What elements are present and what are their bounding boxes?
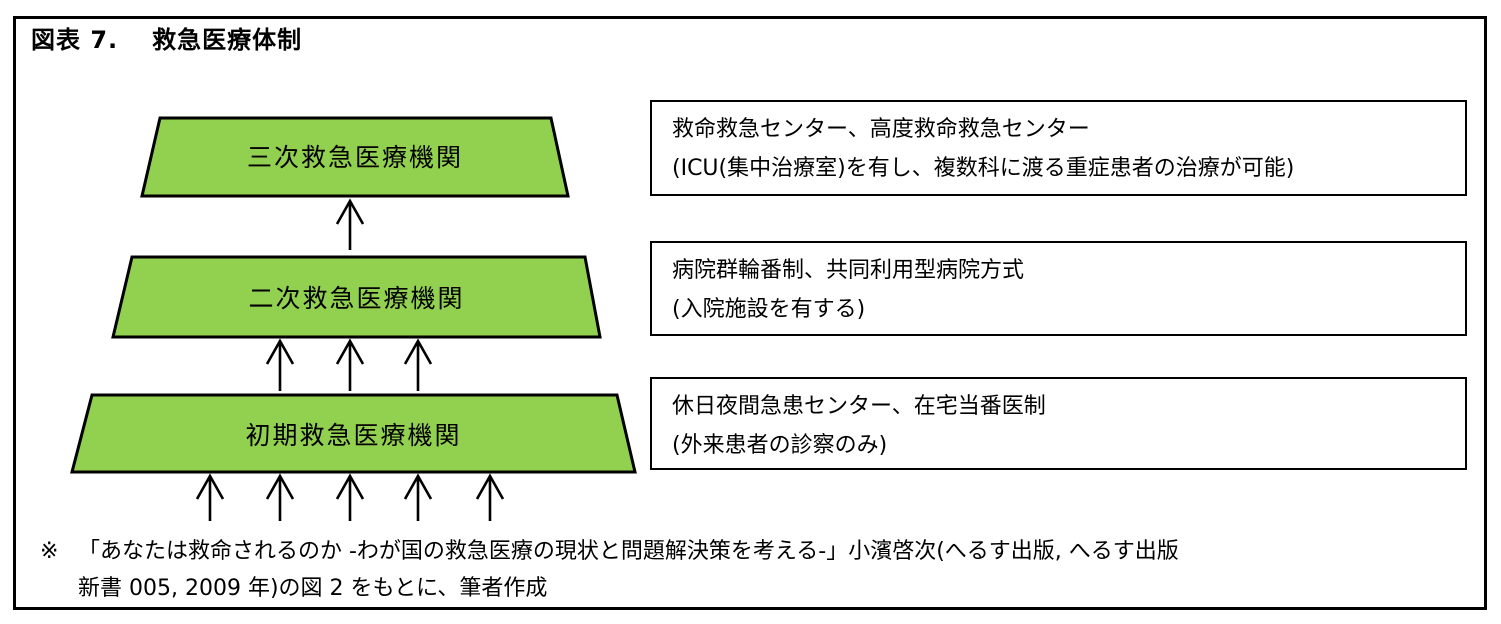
footnote-line: 新書 005, 2009 年)の図 2 をもとに、筆者作成 [78, 576, 548, 601]
footnote-marker: ※ [40, 539, 59, 564]
trapezoid-primary [70, 393, 637, 474]
up-arrow-icon [403, 473, 433, 521]
footnote-text: 「あなたは救命されるのか -わが国の救急医療の現状と問題解決策を考える-」小濱啓… [78, 533, 1179, 607]
arrows-secondary-to-tertiary [335, 198, 365, 250]
up-arrow-icon [335, 473, 365, 521]
description-line: 救命救急センター、高度救命救急センター [672, 117, 1090, 142]
source-footnote: ※ 「あなたは救命されるのか -わが国の救急医療の現状と問題解決策を考える-」小… [40, 533, 1474, 607]
arrows-primary-to-secondary [265, 338, 433, 391]
up-arrow-icon [335, 198, 365, 250]
trapezoid-tertiary [140, 116, 570, 198]
description-line: (入院施設を有する) [672, 297, 866, 322]
arrows-into-primary [195, 473, 505, 521]
up-arrow-icon [265, 473, 295, 521]
description-box-primary: 休日夜間急患センター、在宅当番医制 (外来患者の診察のみ) [650, 377, 1467, 470]
description-box-secondary: 病院群輪番制、共同利用型病院方式 (入院施設を有する) [650, 241, 1467, 336]
description-box-tertiary: 救命救急センター、高度救命救急センター (ICU(集中治療室)を有し、複数科に渡… [650, 100, 1467, 196]
up-arrow-icon [265, 338, 295, 391]
up-arrow-icon [403, 338, 433, 391]
description-line: 病院群輪番制、共同利用型病院方式 [672, 258, 1025, 283]
figure-title-text: 救急医療体制 [152, 26, 303, 54]
up-arrow-icon [335, 338, 365, 391]
description-line: 休日夜間急患センター、在宅当番医制 [672, 394, 1046, 419]
up-arrow-icon [195, 473, 225, 521]
figure-title: 図表 7. 救急医療体制 [31, 20, 302, 55]
footnote-line: 「あなたは救命されるのか -わが国の救急医療の現状と問題解決策を考える-」小濱啓… [78, 539, 1179, 564]
trapezoid-secondary [111, 255, 602, 339]
figure-number: 図表 7. [31, 26, 119, 54]
up-arrow-icon [475, 473, 505, 521]
description-line: (ICU(集中治療室)を有し、複数科に渡る重症患者の治療が可能) [672, 156, 1295, 181]
description-line: (外来患者の診察のみ) [672, 433, 888, 458]
